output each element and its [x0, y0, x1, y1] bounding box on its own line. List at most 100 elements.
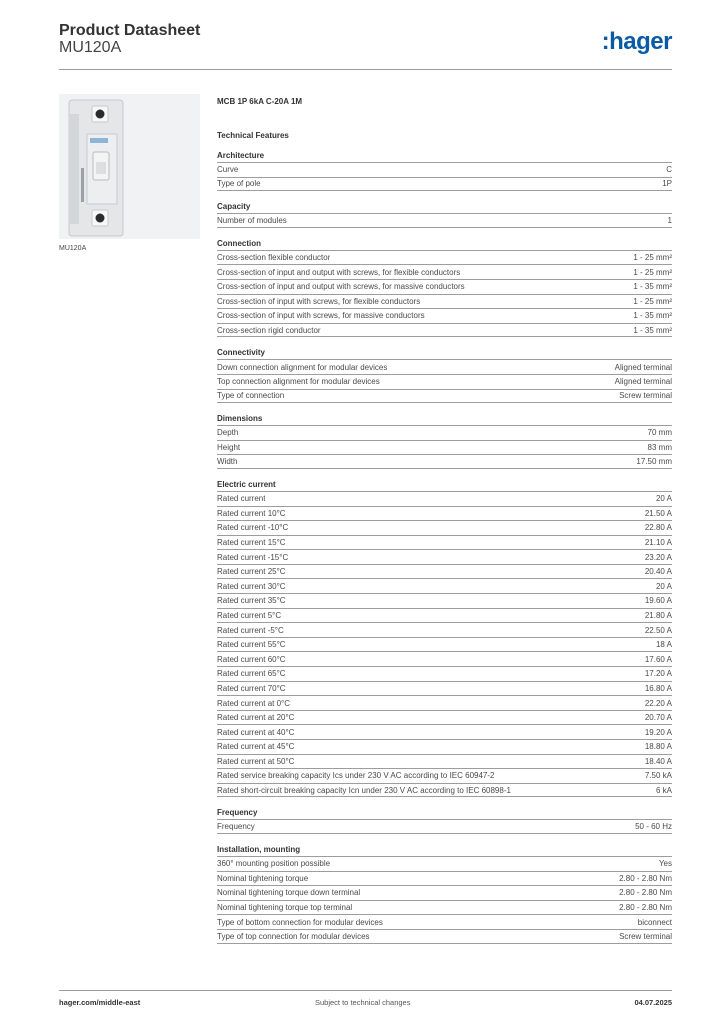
feature-label: Cross-section flexible conductor	[217, 253, 331, 263]
feature-label: Rated current at 20°C	[217, 713, 295, 723]
feature-row: Rated current 20 A	[217, 490, 672, 506]
feature-label: Rated current at 50°C	[217, 756, 295, 766]
footer-date: 04.07.2025	[634, 998, 672, 1007]
feature-value: 18.80 A	[644, 742, 672, 752]
technical-features-heading: Technical Features	[217, 131, 289, 140]
feature-label: Rated current 30°C	[217, 581, 286, 591]
product-image	[59, 94, 200, 239]
feature-row: Cross-section of input with screws, for …	[217, 293, 672, 309]
feature-value: 1 - 25 mm²	[633, 267, 672, 277]
feature-value: 21.10 A	[644, 537, 672, 547]
footer-website-link[interactable]: hager.com/middle-east	[59, 998, 141, 1007]
feature-row: Number of modules 1	[217, 213, 672, 228]
feature-value: Screw terminal	[619, 391, 672, 401]
feature-label: Type of top connection for modular devic…	[217, 931, 370, 941]
feature-label: Type of connection	[217, 391, 285, 401]
feature-label: Rated current 35°C	[217, 596, 286, 606]
feature-value: Screw terminal	[619, 931, 672, 941]
feature-value: 21.50 A	[644, 508, 672, 518]
feature-row: Cross-section of input with screws, for …	[217, 308, 672, 323]
feature-label: Top connection alignment for modular dev…	[217, 377, 380, 387]
feature-label: Depth	[217, 428, 239, 438]
feature-value: 2.80 - 2.80 Nm	[619, 873, 672, 883]
product-name: MCB 1P 6kA C-20A 1M	[217, 97, 303, 106]
feature-value: 18 A	[655, 640, 672, 650]
feature-value: 1 - 35 mm²	[633, 282, 672, 292]
feature-label: Cross-section of input and output with s…	[217, 267, 461, 277]
page-title: Product Datasheet	[59, 22, 201, 39]
feature-label: Nominal tightening torque down terminal	[217, 888, 361, 898]
datasheet-content: MCB 1P 6kA C-20A 1M Technical Features A…	[217, 95, 672, 944]
footer-note: Subject to technical changes	[315, 998, 411, 1007]
feature-value: 17.50 mm	[636, 457, 672, 467]
feature-label: Rated current 15°C	[217, 537, 286, 547]
feature-value: 16.80 A	[644, 683, 672, 693]
feature-label: Number of modules	[217, 215, 287, 225]
feature-value: biconnect	[637, 917, 672, 927]
feature-label: Rated current 70°C	[217, 683, 286, 693]
feature-value: 21.80 A	[644, 610, 672, 620]
feature-label: Rated current at 0°C	[217, 698, 291, 708]
feature-value: 1P	[662, 179, 672, 189]
feature-value: 1 - 35 mm²	[633, 311, 672, 321]
feature-label: Rated current -10°C	[217, 523, 289, 533]
feature-label: Curve	[217, 165, 239, 175]
feature-label: Type of bottom connection for modular de…	[217, 917, 383, 927]
section-title: Capacity	[217, 202, 251, 212]
feature-value: 20 A	[655, 494, 672, 504]
section-title: Connectivity	[217, 348, 266, 358]
section-title: Connection	[217, 238, 261, 248]
feature-value: 20.40 A	[644, 567, 672, 577]
feature-value: 22.50 A	[644, 625, 672, 635]
feature-label: Rated current	[217, 494, 266, 504]
feature-value: 7.50 kA	[644, 771, 672, 781]
feature-value: 1 - 25 mm²	[633, 296, 672, 306]
feature-label: Nominal tightening torque top terminal	[217, 903, 353, 913]
feature-value: 1	[667, 215, 672, 225]
feature-row: Top connection alignment for modular dev…	[217, 373, 672, 389]
feature-label: Rated current -15°C	[217, 552, 289, 562]
header-divider	[59, 69, 672, 70]
image-caption: MU120A	[59, 245, 87, 252]
feature-value: Aligned terminal	[614, 362, 672, 372]
page-header: Product Datasheet MU120A :hager	[59, 20, 673, 70]
section-title: Architecture	[217, 151, 265, 160]
feature-row: Cross-section of input and output with s…	[217, 278, 672, 294]
feature-row: Type of connection Screw terminal	[217, 388, 672, 404]
feature-row: Cross-section of input and output with s…	[217, 264, 672, 279]
feature-row: Down connection alignment for modular de…	[217, 359, 672, 374]
feature-value: 20.70 A	[644, 713, 672, 723]
feature-value: 22.80 A	[644, 523, 672, 533]
feature-label: Down connection alignment for modular de…	[217, 362, 388, 372]
feature-value: 83 mm	[647, 443, 672, 453]
feature-label: Cross-section rigid conductor	[217, 325, 321, 335]
feature-row: Height 83 mm	[217, 439, 672, 455]
feature-value: 17.20 A	[644, 669, 672, 679]
feature-label: Height	[217, 443, 241, 453]
feature-row: Rated current 15°C 21.10 A	[217, 534, 672, 550]
feature-row: Rated current -5°C 22.50 A	[217, 622, 672, 637]
feature-value: 1 - 35 mm²	[633, 325, 672, 335]
feature-label: Rated current -5°C	[217, 625, 284, 635]
